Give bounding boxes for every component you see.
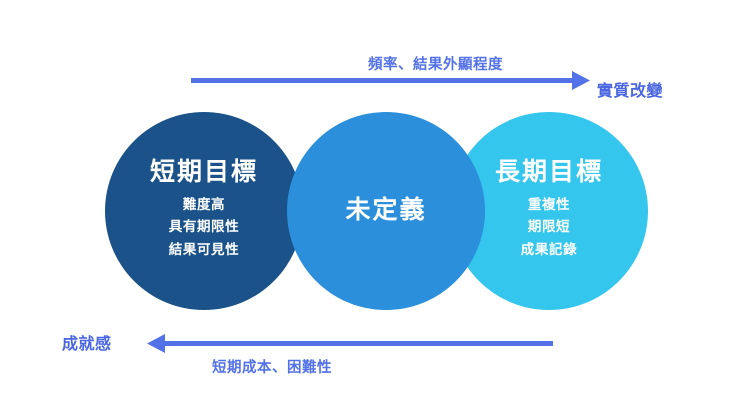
circle-short-term-goals[interactable]: 短期目標 難度高 具有期限性 結果可見性 [105, 112, 303, 310]
circle-item-list: 重複性 期限短 成果記錄 [521, 195, 577, 260]
bottom-arrow-end-label: 成就感 [62, 336, 112, 353]
circle-undefined[interactable]: 未定義 [287, 112, 485, 310]
list-item: 期限短 [527, 219, 571, 235]
circle-title: 未定義 [345, 196, 427, 225]
circle-title: 短期目標 [149, 157, 258, 186]
top-arrow-caption: 頻率、結果外顯程度 [368, 57, 503, 73]
circle-title: 長期目標 [494, 157, 603, 186]
list-item: 具有期限性 [168, 219, 240, 235]
list-item: 重複性 [527, 196, 571, 212]
circle-item-list: 難度高 具有期限性 結果可見性 [169, 195, 240, 260]
bottom-arrow-caption: 短期成本、困難性 [212, 360, 332, 376]
list-item: 難度高 [182, 196, 226, 212]
bottom-arrow-icon [147, 334, 553, 353]
list-item: 結果可見性 [168, 241, 240, 257]
top-arrow-end-label: 實質改變 [597, 83, 664, 100]
list-item: 成果記錄 [520, 241, 578, 257]
